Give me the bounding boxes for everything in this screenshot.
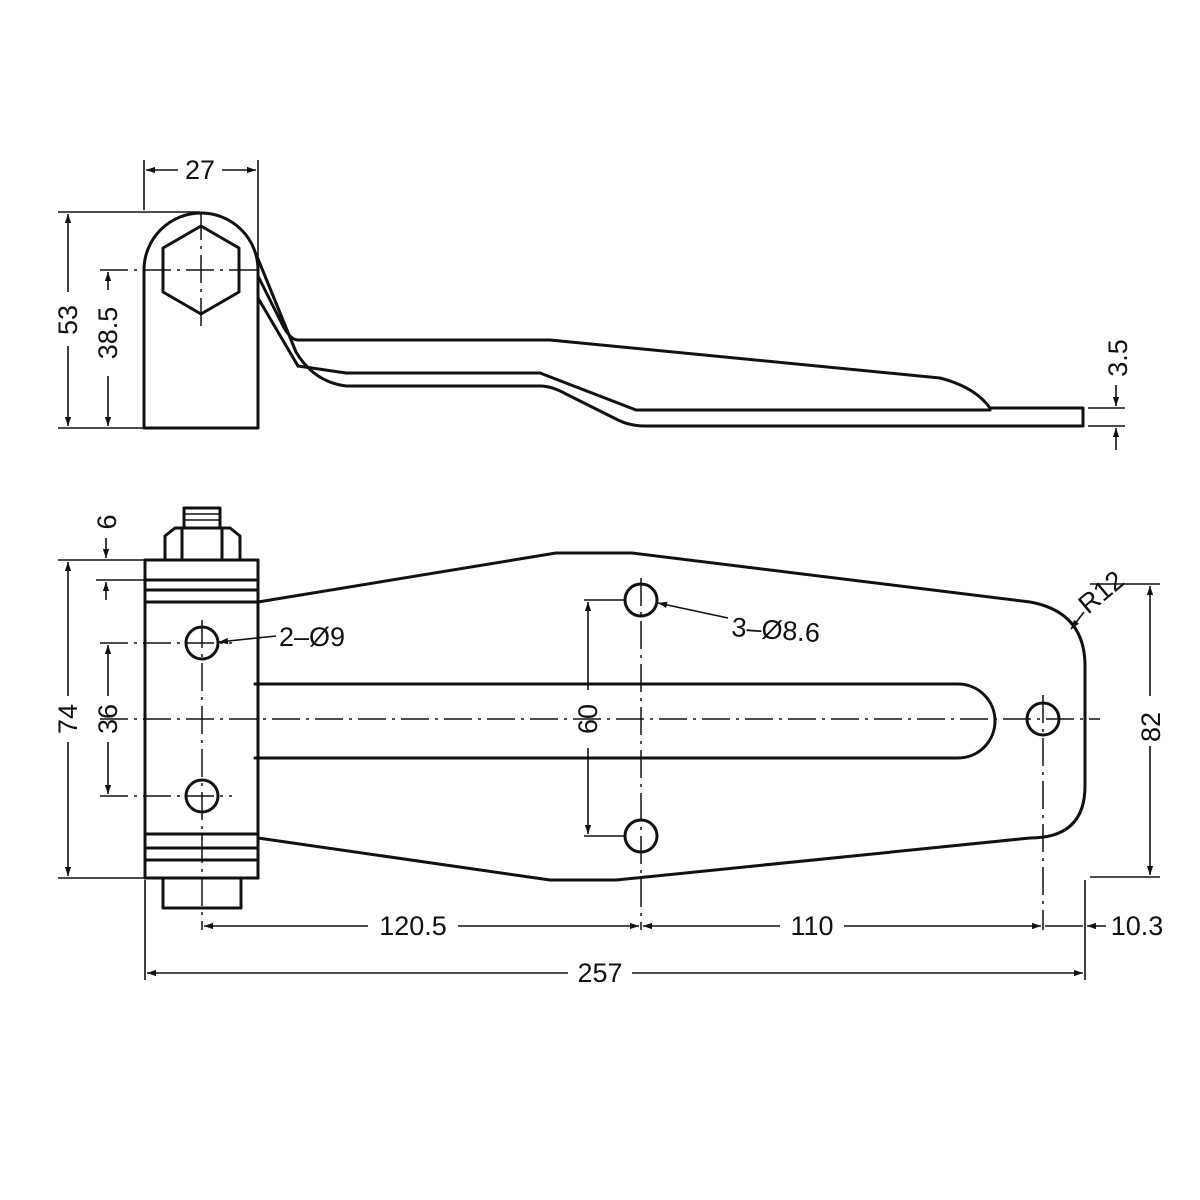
- dim-text-60: 60: [573, 704, 603, 734]
- plan-strap-outline: [256, 551, 1087, 882]
- side-strap-inner-edge: [256, 296, 300, 368]
- dim-text-6: 6: [92, 514, 122, 529]
- dim-text-110: 110: [790, 911, 833, 941]
- side-strap-inner-edge-4: [538, 371, 638, 412]
- dim-text-27: 27: [185, 155, 215, 185]
- callout-2-dia-9: 2–Ø9: [279, 622, 345, 652]
- callout-r12: R12: [1073, 565, 1130, 620]
- dim-text-36: 36: [93, 704, 123, 734]
- side-strap-inner-edge-2: [296, 364, 348, 375]
- leader-2-dia-9: [218, 635, 277, 645]
- leader-3-dia-8-6: [657, 601, 729, 619]
- bolt-thread-icon: [182, 506, 222, 530]
- leader-r12: [1070, 611, 1085, 630]
- dim-text-82: 82: [1136, 712, 1166, 742]
- dim-text-257: 257: [577, 958, 622, 988]
- plan-center-slot: [253, 682, 997, 760]
- dim-text-3-5: 3.5: [1103, 339, 1133, 377]
- dim-text-74: 74: [53, 704, 83, 734]
- dim-text-38-5: 38.5: [93, 307, 123, 360]
- plan-view: 6 74 36 60 82 2–Ø9 3–Ø8.6 R12 120.5: [53, 506, 1166, 988]
- dim-text-10-3: 10.3: [1111, 911, 1164, 941]
- side-strap-profile: [254, 252, 1085, 428]
- top-nut-icon: [163, 526, 242, 562]
- side-view: 27 53 38.5 3.5: [53, 155, 1133, 450]
- dim-text-120-5: 120.5: [379, 911, 447, 941]
- callout-3-dia-8-6: 3–Ø8.6: [731, 612, 821, 648]
- dim-text-53: 53: [53, 305, 83, 335]
